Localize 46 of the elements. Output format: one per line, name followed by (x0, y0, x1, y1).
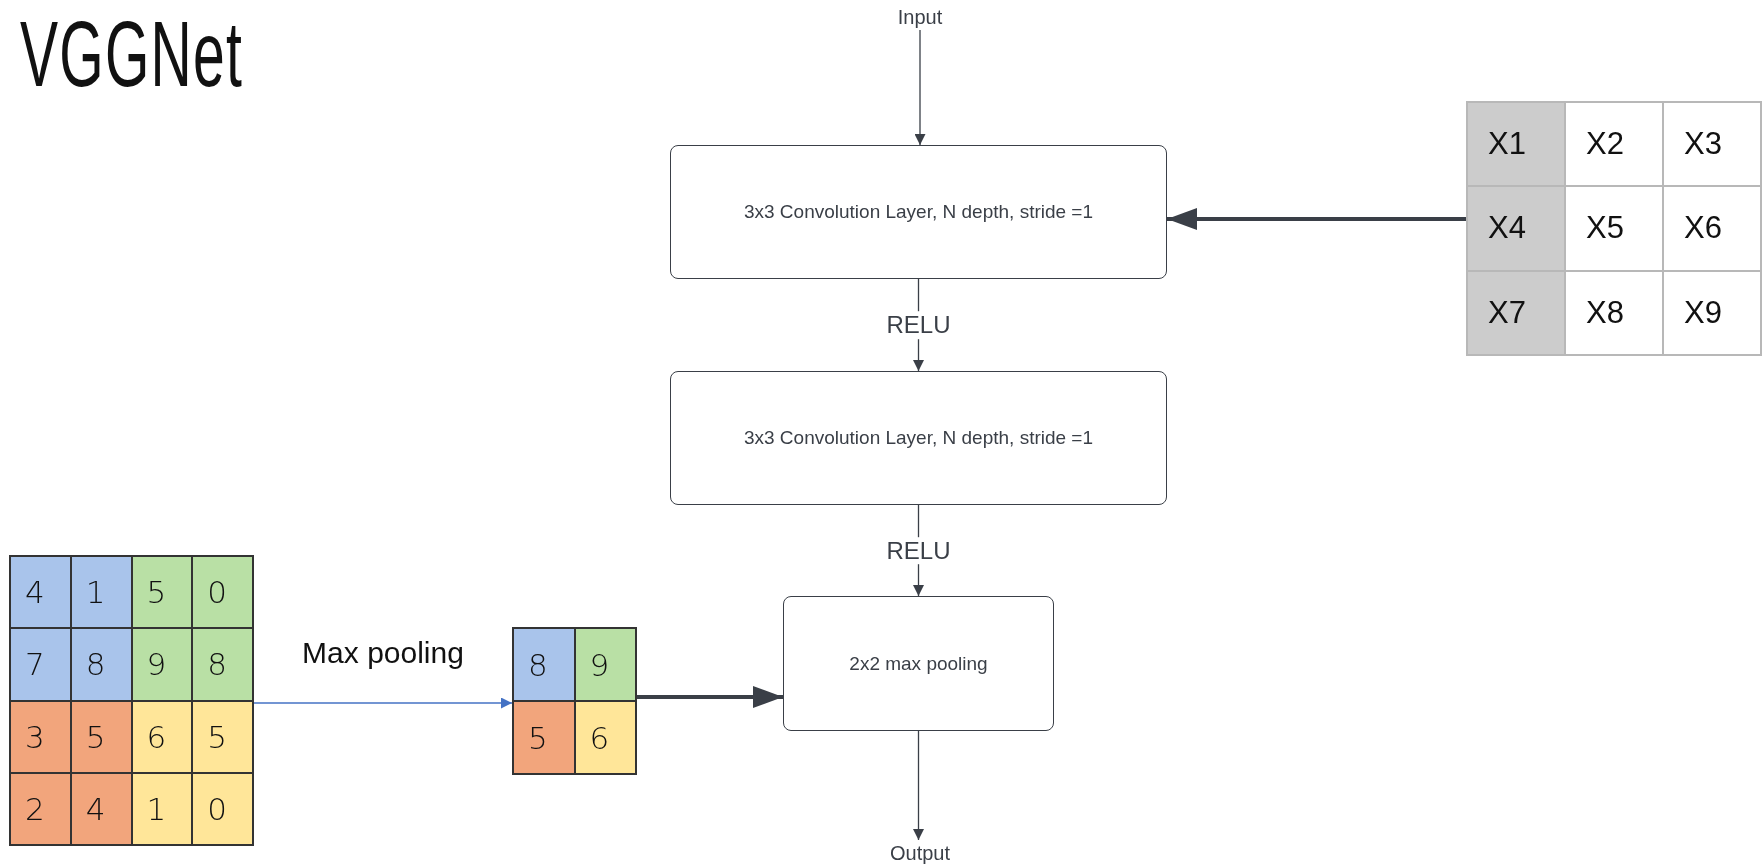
arrow (913, 730, 924, 841)
grid-cell: 9 (575, 629, 635, 700)
grid-cell: X3 (1664, 103, 1760, 186)
grid-cell: 5 (132, 557, 192, 628)
grid-cell: 0 (193, 557, 252, 628)
number-grid (512, 627, 637, 775)
grid-cell: 3 (11, 701, 70, 772)
grid-cell: 4 (11, 557, 70, 628)
grid-cell: 8 (71, 629, 131, 700)
grid-cell: 5 (71, 701, 131, 772)
grid-cell: 1 (71, 557, 131, 628)
arrow (637, 686, 783, 708)
process-box (670, 371, 1167, 505)
number-grid (9, 555, 254, 846)
grid-cell: 6 (132, 701, 192, 772)
box-label: 3x3 Convolution Layer, N depth, stride =1 (742, 201, 1095, 223)
grid-cell: 8 (514, 629, 574, 700)
grid-cell: 7 (11, 629, 70, 700)
process-box (670, 145, 1167, 279)
grid-cell: 8 (193, 629, 252, 700)
grid-cell: 9 (132, 629, 192, 700)
grid-cell: X9 (1664, 271, 1760, 354)
arrow (914, 29, 926, 146)
io-label: Output (870, 840, 970, 866)
grid-cell: X2 (1566, 103, 1662, 186)
number-grid (1466, 101, 1762, 356)
grid-cell: 1 (132, 773, 192, 844)
diagram-title: VGGNet (20, 8, 243, 100)
process-box (783, 596, 1054, 731)
grid-cell: 5 (514, 702, 574, 773)
grid-cell: 4 (71, 773, 131, 844)
grid-cell: X4 (1468, 187, 1564, 270)
grid-cell: X7 (1468, 271, 1564, 354)
arrow (253, 697, 513, 709)
grid-cell: 5 (193, 701, 252, 772)
grid-cell: X5 (1566, 187, 1662, 270)
arrow (1167, 208, 1466, 230)
grid-cell: X6 (1664, 187, 1760, 270)
box-label: 3x3 Convolution Layer, N depth, stride =1 (742, 427, 1095, 449)
box-label: 2x2 max pooling (848, 652, 989, 675)
grid-cell: 2 (11, 773, 70, 844)
grid-cell: 0 (193, 773, 252, 844)
io-label: Input (880, 4, 960, 30)
grid-cell: 6 (575, 702, 635, 773)
grid-cell: X8 (1566, 271, 1662, 354)
grid-cell: X1 (1468, 103, 1564, 186)
